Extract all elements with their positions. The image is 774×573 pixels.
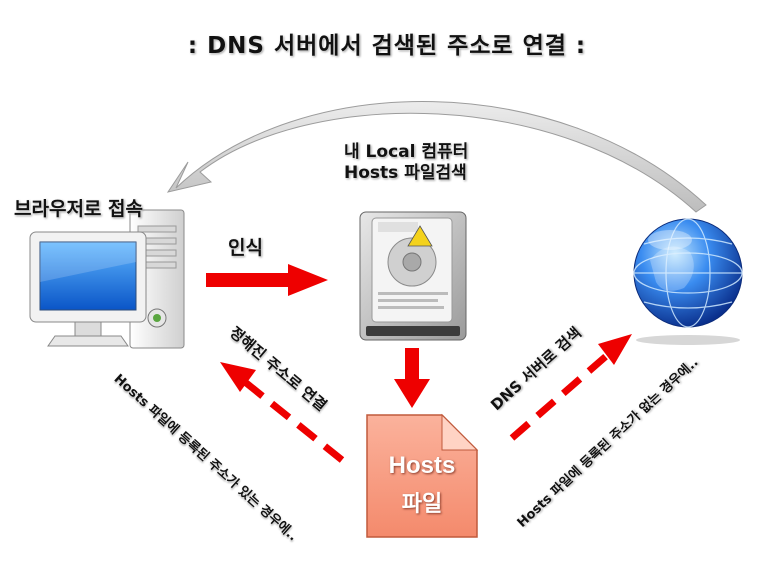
return-curve-arrow <box>166 101 707 213</box>
hosts-file-line2: 파일 <box>401 491 443 516</box>
local-computer-line2: Hosts 파일검색 <box>344 163 467 183</box>
hard-drive-icon <box>359 211 467 341</box>
recognize-label: 인식 <box>228 237 263 259</box>
computer-icon <box>29 209 185 349</box>
recognize-arrow <box>206 264 328 296</box>
browser-access-label: 브라우저로 접속 <box>14 198 143 220</box>
hosts-file-line1: Hosts <box>388 452 456 479</box>
diagram-title: : DNS 서버에서 검색된 주소로 연결 : <box>187 33 587 59</box>
right-dashed-arrow <box>509 334 632 441</box>
left-dashed-arrow <box>220 362 345 463</box>
file-icon <box>366 413 479 538</box>
local-computer-label: 내 Local 컴퓨터 Hosts 파일검색 <box>344 142 468 184</box>
globe-icon <box>633 218 743 345</box>
down-arrow <box>394 348 430 408</box>
local-computer-line1: 내 Local 컴퓨터 <box>344 142 469 162</box>
